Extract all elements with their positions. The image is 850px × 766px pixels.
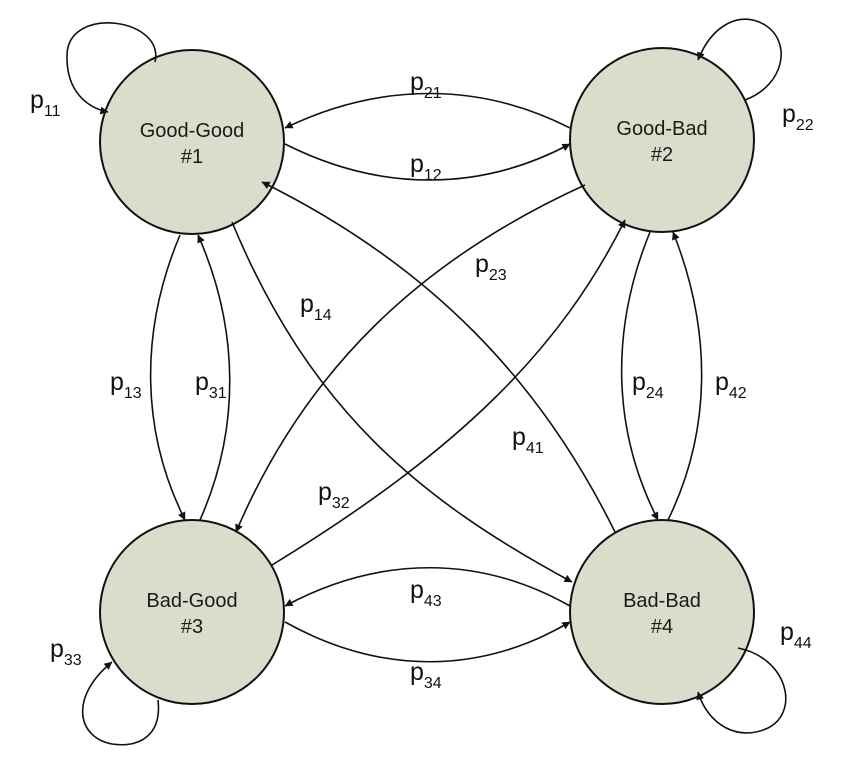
- self-loop-2: [697, 18, 782, 101]
- edge-label-p44: p44: [780, 618, 812, 652]
- state-number: #1: [181, 146, 203, 168]
- transition-4-to-2: [667, 231, 703, 521]
- transition-2-to-1: [284, 92, 571, 129]
- self-loop-4: [696, 647, 787, 734]
- edge-label-p12: p12: [410, 150, 442, 184]
- edge-label-p34: p34: [410, 658, 442, 692]
- edge-label-p14: p14: [300, 290, 332, 324]
- self-loop-3: [81, 661, 160, 746]
- edge-label-p22: p22: [782, 100, 814, 134]
- transition-1-to-4: [231, 221, 573, 583]
- transition-1-to-2: [284, 143, 571, 181]
- state-node-4: Bad-Bad #4: [569, 519, 755, 705]
- transition-3-to-4: [284, 621, 571, 663]
- state-number: #4: [651, 616, 673, 638]
- edge-label-p13: p13: [110, 368, 142, 402]
- transition-4-to-1: [261, 181, 616, 533]
- transition-1-to-3: [149, 234, 186, 521]
- edge-label-p11: p11: [30, 86, 61, 120]
- edge-label-p41: p41: [512, 423, 544, 457]
- edge-label-p24: p24: [632, 368, 664, 402]
- state-number: #3: [181, 616, 203, 638]
- state-number: #2: [651, 144, 673, 166]
- transition-4-to-3: [284, 566, 571, 607]
- edge-label-p21: p21: [410, 68, 442, 102]
- transition-2-to-3: [235, 184, 586, 533]
- transition-3-to-1: [197, 234, 231, 521]
- edge-label-p31: p31: [195, 368, 227, 402]
- state-name: Bad-Bad: [623, 590, 701, 612]
- edge-label-p23: p23: [475, 250, 507, 284]
- state-name: Bad-Good: [146, 590, 237, 612]
- state-node-2: Good-Bad #2: [569, 47, 755, 233]
- edge-label-p32: p32: [318, 478, 350, 512]
- state-name: Good-Bad: [616, 118, 707, 140]
- edge-label-p43: p43: [410, 576, 442, 610]
- state-name: Good-Good: [140, 120, 245, 142]
- transition-2-to-4: [620, 231, 659, 521]
- self-loop-1: [66, 22, 157, 115]
- transition-3-to-2: [271, 219, 626, 566]
- state-node-3: Bad-Good #3: [99, 519, 285, 705]
- edge-label-p33: p33: [50, 635, 82, 669]
- state-node-1: Good-Good #1: [99, 49, 285, 235]
- edge-label-p42: p42: [715, 368, 747, 402]
